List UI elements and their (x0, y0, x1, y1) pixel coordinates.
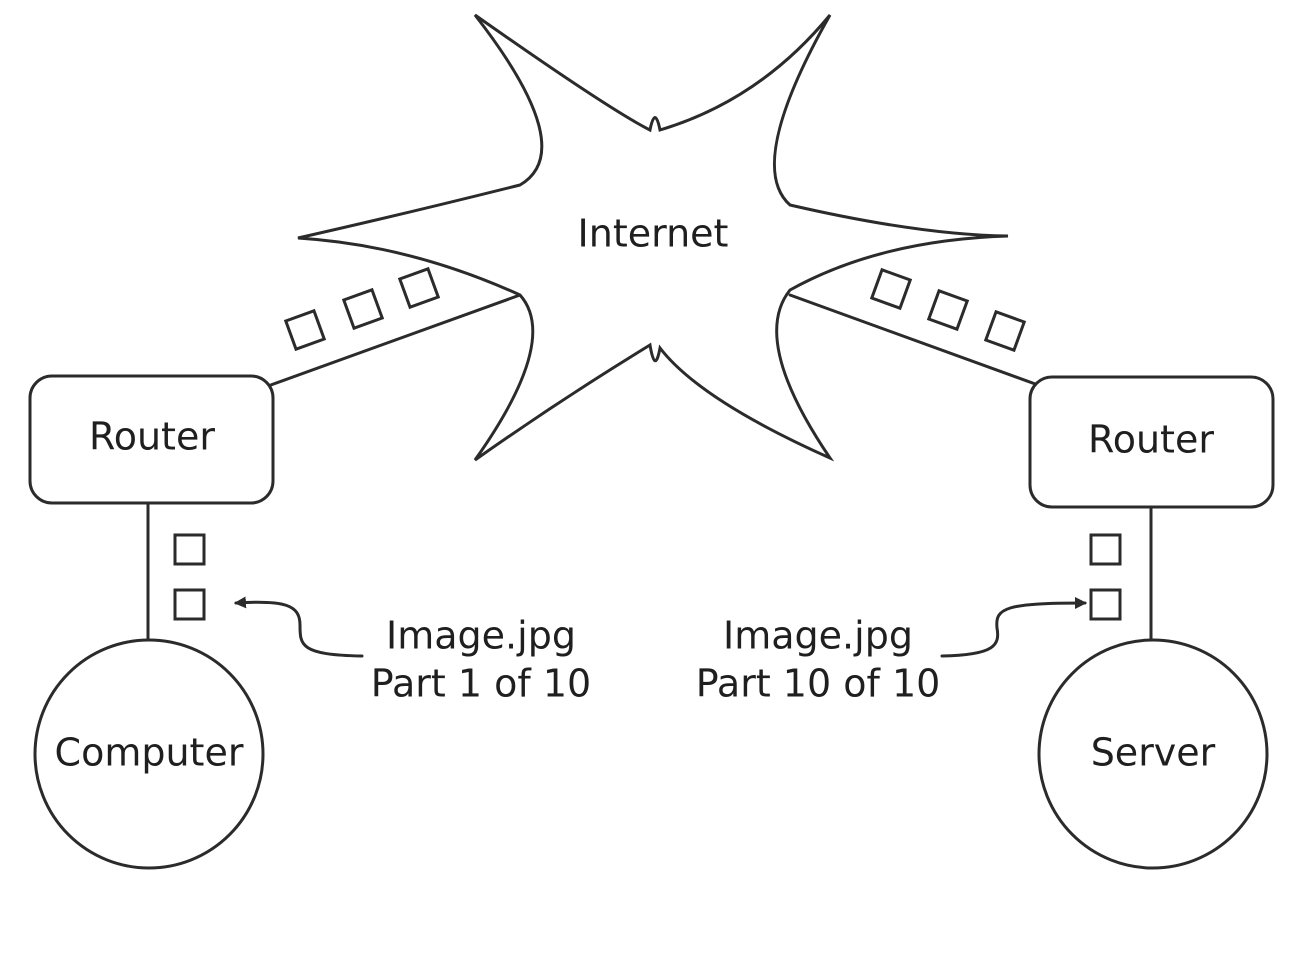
router-right-box (1028, 375, 1275, 509)
packet-label-right-line1: Image.jpg (723, 614, 913, 658)
packet-label-left-line2: Part 1 of 10 (371, 662, 591, 706)
packet-label-left-line1: Image.jpg (386, 614, 576, 658)
packet-square (1089, 588, 1122, 621)
link-left-router-internet (266, 293, 522, 388)
packet-square (397, 266, 441, 310)
packet-square (341, 287, 385, 331)
server-node (1037, 638, 1269, 870)
packet-label-right-line2: Part 10 of 10 (696, 662, 941, 706)
packet-square (173, 588, 206, 621)
internet-cloud (297, 13, 1009, 462)
internet-label: Internet (578, 212, 729, 256)
computer-label: Computer (55, 731, 244, 775)
packet-square (1089, 533, 1122, 566)
packet-square (869, 267, 913, 311)
callout-arrow-left (234, 596, 364, 658)
packet-square (926, 288, 970, 332)
packet-square (283, 308, 327, 352)
callout-arrow-right (940, 597, 1087, 658)
router-left-label: Router (89, 415, 215, 459)
router-left-box (28, 374, 275, 505)
computer-node (33, 638, 265, 870)
server-label: Server (1091, 731, 1216, 775)
link-right-router-internet (788, 293, 1040, 387)
router-right-label: Router (1088, 418, 1214, 462)
packet-square (173, 533, 206, 566)
packet-square (983, 309, 1027, 353)
